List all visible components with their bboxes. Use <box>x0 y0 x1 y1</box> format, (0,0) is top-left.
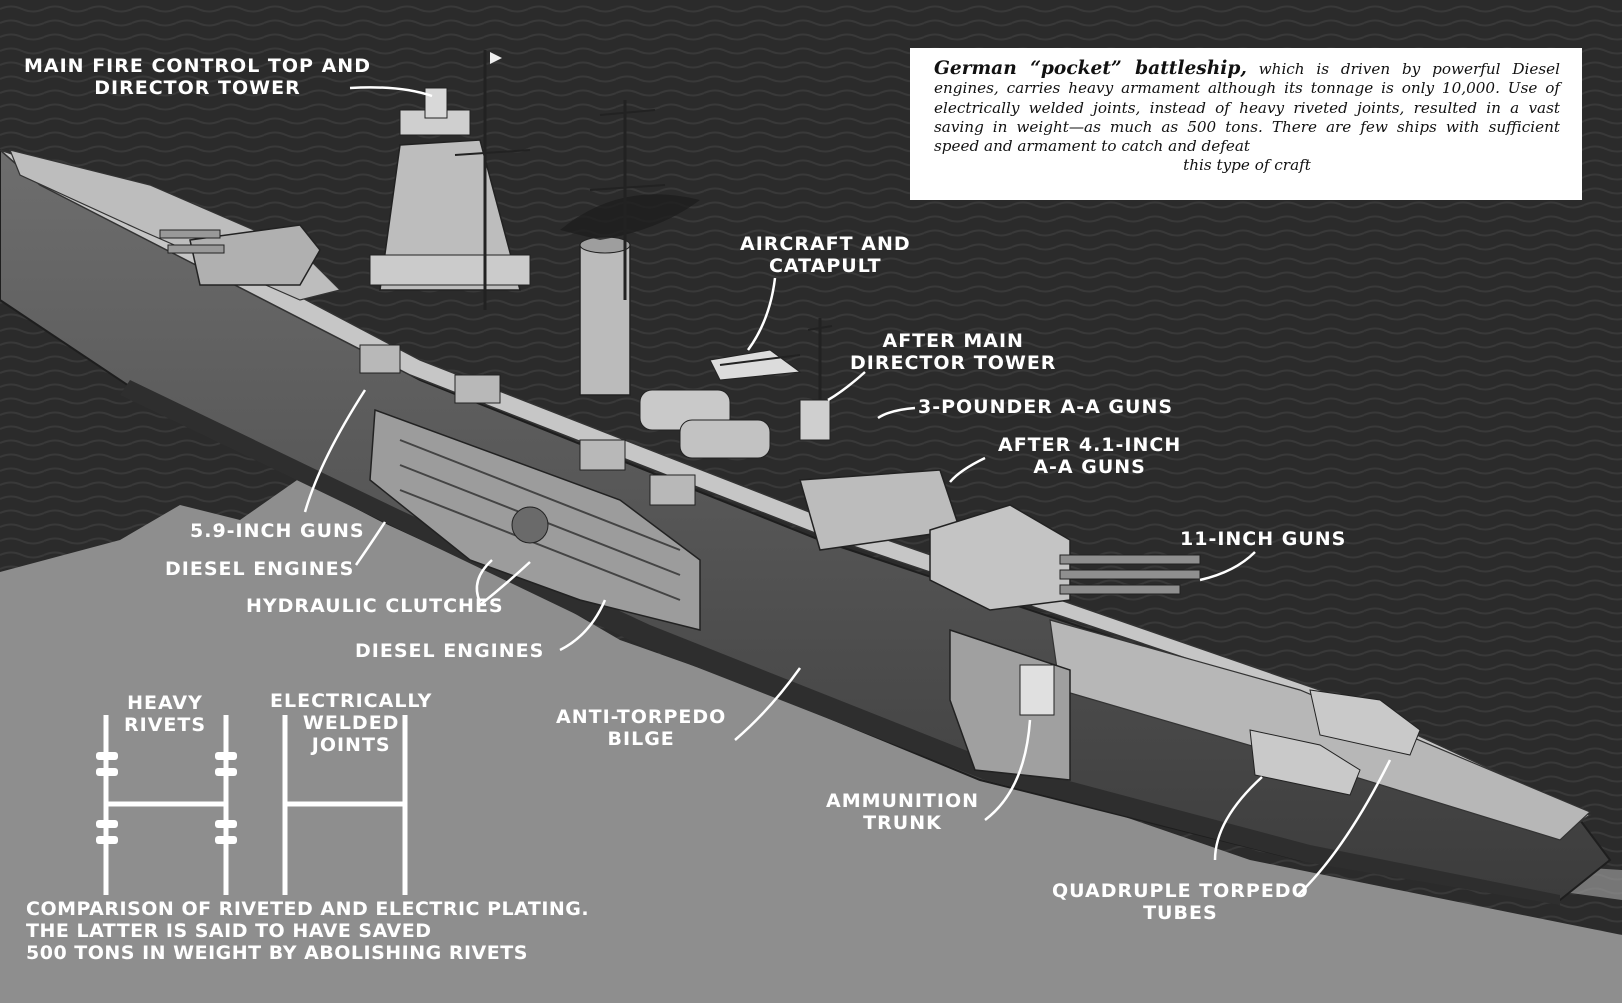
label-aircraft-catapult: AIRCRAFT AND CATAPULT <box>740 233 911 277</box>
label-diesel-engines-1: DIESEL ENGINES <box>165 558 355 580</box>
after-turret <box>929 504 1201 611</box>
caption-body: which is driven by powerful Diesel engin… <box>934 60 1560 156</box>
funnel <box>560 100 700 396</box>
label-eleven-inch: 11-INCH GUNS <box>1180 528 1347 550</box>
label-welded-joints: ELECTRICALLY WELDED JOINTS <box>270 690 433 756</box>
aircraft <box>709 349 802 381</box>
label-heavy-rivets: HEAVY RIVETS <box>124 692 207 736</box>
engine-room-cutaway <box>369 408 701 631</box>
caption-last-line: this type of craft <box>1183 156 1311 175</box>
label-hydraulic-clutches: HYDRAULIC CLUTCHES <box>246 595 504 617</box>
label-torpedo-tubes: QUADRUPLE TORPEDO TUBES <box>1052 880 1309 924</box>
label-ammunition-trunk: AMMUNITION TRUNK <box>826 790 980 834</box>
rivet-heads <box>96 752 237 844</box>
ammunition-trunk-cutaway <box>949 628 1071 781</box>
boats-and-secondary <box>359 344 771 506</box>
after-director <box>799 318 833 441</box>
caption-box: German “pocket” battleship, which is dri… <box>910 48 1582 200</box>
label-main-fire-control: MAIN FIRE CONTROL TOP AND DIRECTOR TOWER <box>24 55 371 99</box>
label-three-pounder: 3-POUNDER A-A GUNS <box>918 396 1174 418</box>
label-diesel-engines-2: DIESEL ENGINES <box>355 640 545 662</box>
torpedo-tubes <box>1249 689 1421 796</box>
rivet-comparison <box>103 715 408 895</box>
label-after-main-director: AFTER MAIN DIRECTOR TOWER <box>850 330 1057 374</box>
caption-lead: German “pocket” battleship, <box>934 58 1247 79</box>
forward-turret <box>159 224 321 286</box>
label-anti-torpedo-bilge: ANTI-TORPEDO BILGE <box>556 706 727 750</box>
label-after-41-inch: AFTER 4.1-INCH A-A GUNS <box>998 434 1182 478</box>
label-five-nine-inch: 5.9-INCH GUNS <box>190 520 365 542</box>
main-deck <box>0 149 1592 823</box>
leader-lines <box>303 86 1392 896</box>
comparison-note: COMPARISON OF RIVETED AND ELECTRIC PLATI… <box>26 898 590 964</box>
